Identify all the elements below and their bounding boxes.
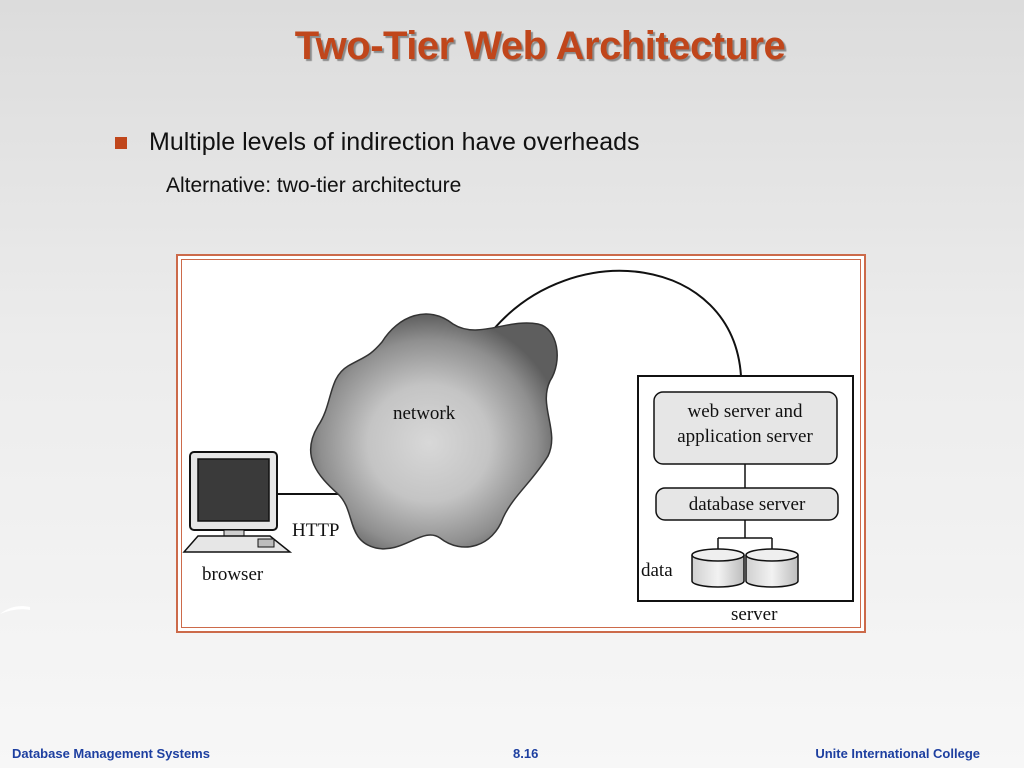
sub-bullet-text: Alternative: two-tier architecture xyxy=(166,174,462,197)
architecture-diagram: network HTTP browser web server and appl… xyxy=(182,269,854,625)
data-disk-icon xyxy=(745,548,799,588)
diagram-frame: network HTTP browser web server and appl… xyxy=(176,254,866,633)
bullet-text: Multiple levels of indirection have over… xyxy=(149,128,640,156)
network-cloud-icon xyxy=(309,313,558,550)
network-label: network xyxy=(393,403,456,424)
data-disk-icon xyxy=(691,548,745,588)
bullet-item: Multiple levels of indirection have over… xyxy=(115,128,640,157)
data-label: data xyxy=(641,560,673,581)
footer-course: Database Management Systems xyxy=(12,746,210,761)
decorative-swoosh-icon xyxy=(0,606,30,614)
database-server-label: database server xyxy=(689,494,806,515)
server-label: server xyxy=(731,604,778,625)
footer-slide-number: 8.16 xyxy=(513,746,539,761)
square-bullet-icon xyxy=(115,136,127,149)
web-app-server-label-line1: web server and xyxy=(687,401,803,422)
browser-computer-icon xyxy=(182,451,293,553)
browser-label: browser xyxy=(202,564,264,585)
database-server-box xyxy=(655,487,839,521)
http-label: HTTP xyxy=(292,520,340,541)
network-server-connection xyxy=(492,269,742,377)
slide-title: Two-Tier Web Architecture xyxy=(294,24,786,68)
web-app-server-label-line2: application server xyxy=(677,426,813,447)
footer-institution: Unite International College xyxy=(815,746,980,761)
